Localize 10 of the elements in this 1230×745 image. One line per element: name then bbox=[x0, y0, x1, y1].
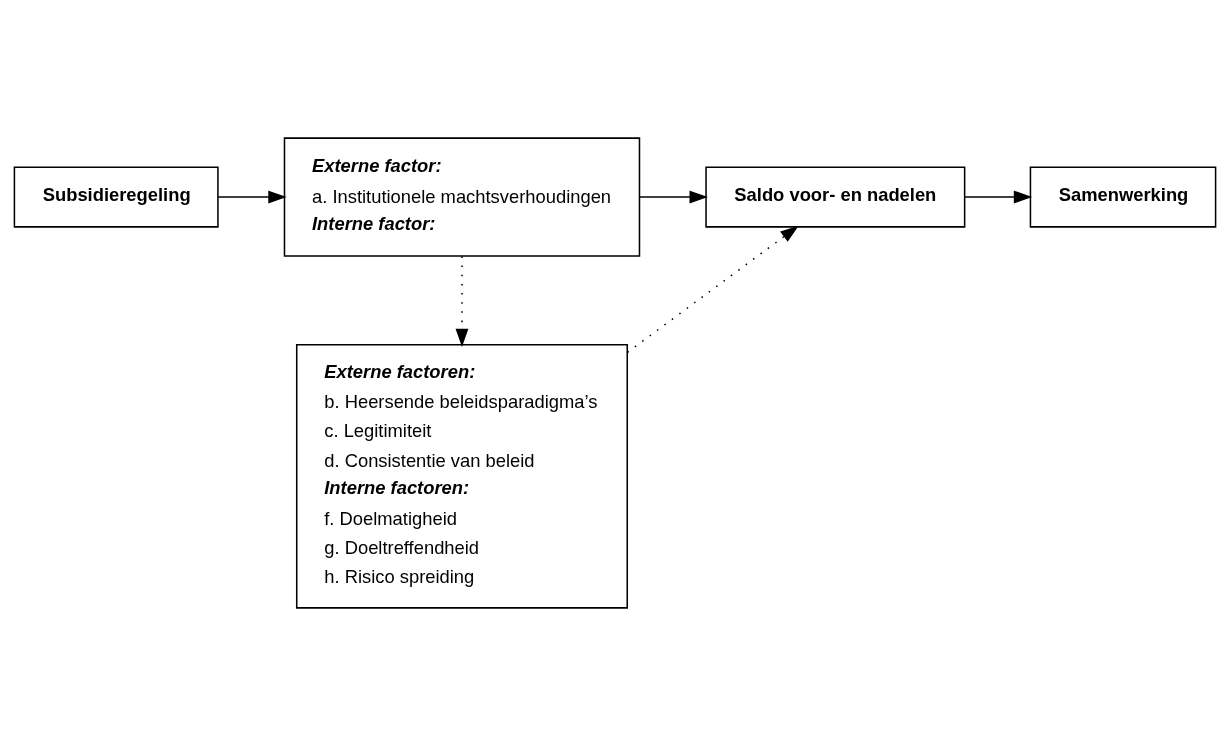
arrow bbox=[626, 225, 799, 353]
arrow bbox=[964, 190, 1033, 203]
node-box: Subsidieregeling bbox=[13, 165, 219, 228]
node-box: Samenwerking bbox=[1029, 165, 1217, 228]
node-box: Externe factoren: b. Heersende beleidsparadigma’s c. Legitimiteit d. Consistentie van beleid Interne factoren: f. Doelmatigheid g. Doeltreffendheid h. Risico spreiding bbox=[295, 343, 628, 609]
arrow bbox=[455, 255, 469, 347]
node-box: Externe factor: a. Institutionele machtsverhoudingen Interne factor: bbox=[283, 136, 641, 257]
arrow bbox=[217, 190, 287, 203]
node-box: Saldo voor- en nadelen bbox=[705, 165, 966, 228]
arrow bbox=[639, 190, 708, 203]
